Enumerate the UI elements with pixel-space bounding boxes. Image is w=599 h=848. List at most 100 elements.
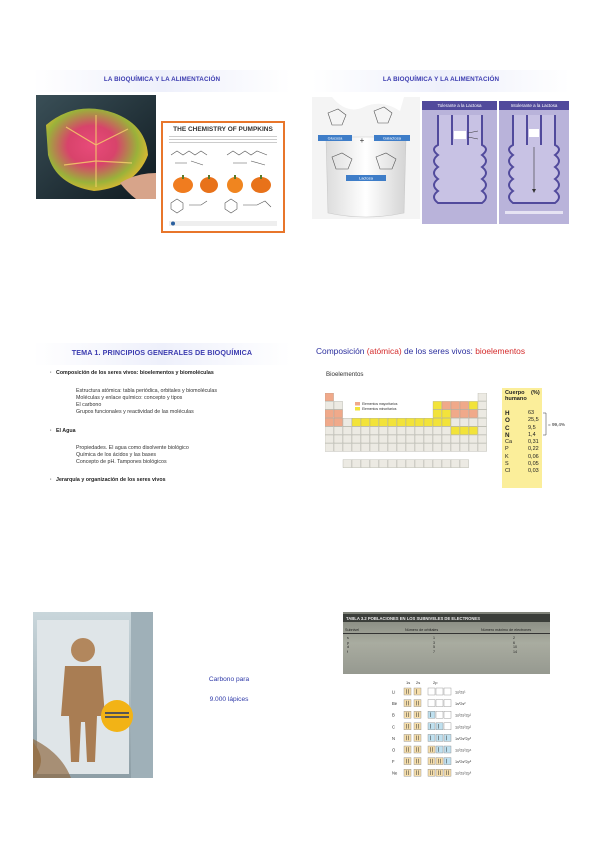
- element-row: N 1,4: [505, 432, 541, 439]
- element-value: 0,03: [528, 468, 539, 475]
- legend-label: Elementos minoritarios: [362, 407, 397, 411]
- sum-bracket: [543, 412, 547, 436]
- element-symbol: Be: [392, 701, 398, 706]
- element-symbol: H: [505, 410, 510, 417]
- element-symbol: K: [505, 453, 509, 460]
- table-cell: 2: [513, 636, 515, 640]
- poster-title: THE CHEMISTRY OF PUMPKINS: [173, 126, 273, 133]
- intolerant-header: [499, 101, 569, 110]
- table-cell: 5: [433, 645, 435, 650]
- element-symbol: O: [392, 748, 396, 753]
- element-value: 0,31: [528, 439, 539, 446]
- element-symbol: C: [505, 424, 510, 432]
- orbital-header: 2p: [433, 680, 438, 685]
- slide-title: LA BIOQUÍMICA Y LA ALIMENTACIÓN: [103, 76, 221, 83]
- slide-title: LA BIOQUÍMICA Y LA ALIMENTACIÓN: [382, 76, 500, 83]
- col-orbitales: Número de orbitales: [405, 628, 439, 632]
- pencil-man-photo: [33, 612, 153, 778]
- element-symbol: B: [392, 713, 395, 718]
- label-glucosa: Glucosa: [328, 136, 343, 141]
- table-cell: 14: [513, 649, 517, 654]
- element-value: 25,5: [528, 417, 539, 424]
- element-symbol: Li: [392, 690, 395, 695]
- intolerant-label: Intolerante a la Lactosa: [510, 102, 558, 108]
- electron-configuration: 1s²2s²2p⁶: [455, 772, 472, 776]
- element-row: K 0,06: [505, 454, 541, 461]
- element-symbol: P: [505, 446, 509, 453]
- element-value: 9,5: [528, 424, 536, 431]
- list-item: Grupos funcionales y reactividad de las …: [76, 409, 194, 415]
- element-symbol: Ne: [392, 771, 398, 776]
- list-item: Concepto de pH. Tampones biológicos: [76, 459, 167, 465]
- slide-title: TEMA 1. PRINCIPIOS GENERALES DE BIOQUÍMI…: [71, 348, 253, 357]
- leaf-photo: [36, 95, 156, 199]
- table-cell: 6: [513, 640, 515, 645]
- electron-configuration: 1s²2s²2p⁴: [455, 749, 472, 753]
- table-title: TABLA 3.2 POBLACIONES EN LOS SUBNIVELES …: [346, 615, 481, 621]
- list-item: Química de los ácidos y las bases: [76, 452, 157, 458]
- electron-configuration: 1s²2s²2p⁵: [455, 760, 472, 764]
- list-item: Estructura atómica: tabla periódica, orb…: [76, 388, 218, 394]
- element-symbol: F: [392, 759, 395, 764]
- electron-configuration: 1s²2s²: [455, 702, 466, 706]
- element-symbol: N: [392, 736, 395, 741]
- table-cell: 1: [433, 636, 435, 640]
- tolerant-diagram: Tolerante a la Lactosa: [422, 101, 497, 224]
- electron-configuration: 1s²2s²2p¹: [455, 714, 472, 718]
- element-value: 0,06: [528, 453, 539, 460]
- electron-configuration: 1s²2s¹: [455, 691, 466, 695]
- col-electrones: Número máximo de electrones: [481, 628, 532, 632]
- table-title-bar: [343, 614, 550, 622]
- table-cell: 3: [433, 640, 435, 645]
- topic-list: ·Composición de los seres vivos: bioelem…: [50, 370, 288, 483]
- slide-4: Composición (atómica) de los seres vivos…: [312, 343, 574, 523]
- slide-title: Composición (atómica) de los seres vivos…: [316, 346, 526, 356]
- table-unit: (%): [531, 390, 540, 396]
- element-value: 63: [528, 410, 535, 416]
- element-symbol: C: [392, 724, 395, 729]
- slide-header: LA BIOQUÍMICA Y LA ALIMENTACIÓN: [33, 70, 291, 92]
- element-row: H 63: [505, 410, 541, 417]
- table-cell: d: [347, 645, 349, 650]
- section-composicion: ·Composición de los seres vivos: bioelem…: [50, 370, 288, 416]
- orbital-header: 2s: [416, 680, 420, 685]
- carbon-line-1: Carbono para: [208, 676, 250, 683]
- section-heading: ·Composición de los seres vivos: bioelem…: [50, 370, 214, 376]
- element-value: 0,05: [528, 461, 539, 468]
- element-row: C 9,5: [505, 425, 541, 432]
- electron-table-photo: TABLA 3.2 POBLACIONES EN LOS SUBNIVELES …: [343, 612, 550, 674]
- section-agua: ·El Agua Propiedades. El agua como disol…: [50, 428, 288, 466]
- element-value: 1,4: [528, 431, 536, 438]
- pumpkin-poster: THE CHEMISTRY OF PUMPKINS: [161, 121, 285, 233]
- slide-header: TEMA 1. PRINCIPIOS GENERALES DE BIOQUÍMI…: [33, 343, 291, 365]
- slide-header: LA BIOQUÍMICA Y LA ALIMENTACIÓN: [312, 70, 570, 92]
- tolerant-label: Tolerante a la Lactosa: [437, 102, 482, 108]
- list-item: Moléculas y enlace químico: concepto y t…: [76, 395, 183, 401]
- electron-configuration: 1s²2s²2p³: [455, 737, 472, 741]
- electron-configuration: 1s²2s²2p²: [455, 725, 472, 729]
- list-item: El carbono: [76, 402, 102, 408]
- table-cell: p: [347, 640, 349, 645]
- slide-1: LA BIOQUÍMICA Y LA ALIMENTACIÓN: [33, 70, 291, 250]
- col-subnivel: Subnivel: [345, 628, 360, 632]
- element-symbol: Ca: [505, 439, 513, 446]
- element-row: P 0,22: [505, 446, 541, 453]
- slide-3: TEMA 1. PRINCIPIOS GENERALES DE BIOQUÍMI…: [33, 343, 291, 523]
- element-value: 0,22: [528, 446, 539, 453]
- slide-6: TABLA 3.2 POBLACIONES EN LOS SUBNIVELES …: [312, 612, 570, 792]
- svg-text:+: +: [360, 136, 365, 145]
- section-jerarquia: ·Jerarquía y organización de los seres v…: [50, 477, 288, 483]
- slide-2: LA BIOQUÍMICA Y LA ALIMENTACIÓN: [312, 70, 570, 250]
- slide-5: Carbono para 9.000 lápices: [33, 612, 291, 792]
- orbital-header: 1s: [406, 680, 410, 685]
- label-lactosa: Lactosa: [359, 176, 374, 181]
- sum-label: = 99,4%: [548, 422, 565, 427]
- element-symbol: N: [505, 431, 510, 439]
- table-header: Cuerpo humano: [505, 390, 527, 402]
